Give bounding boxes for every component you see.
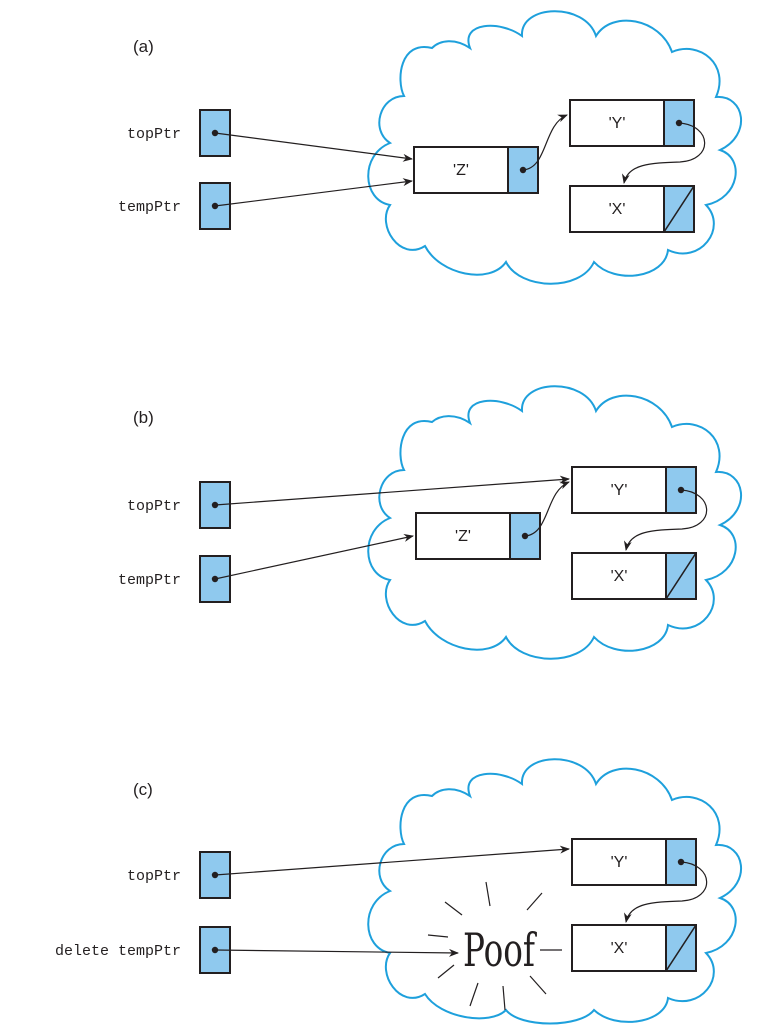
panel-b: (b) topPtr tempPtr 'Z' 'Y' 'X' <box>118 385 743 660</box>
poof-text: Poof <box>463 923 537 977</box>
panel-label-c: (c) <box>133 780 153 799</box>
temp-ptr-label-a: tempPtr <box>118 199 181 216</box>
node-z-value-b: 'Z' <box>455 528 471 545</box>
burst-ray <box>526 892 543 911</box>
node-x-data-b <box>571 552 667 600</box>
burst-ray <box>469 982 479 1007</box>
burst-ray <box>437 964 455 979</box>
temp-ptr-box-b <box>199 555 231 603</box>
node-y-value-b: 'Y' <box>611 482 628 499</box>
node-y-data-a <box>569 99 665 147</box>
heap-cloud-b <box>367 385 743 660</box>
top-ptr-label-b: topPtr <box>127 498 181 515</box>
panel-c: (c) topPtr delete tempPtr 'Y' 'X' <box>55 758 743 1025</box>
arrow-y-to-x-c <box>623 861 708 923</box>
arrow-temp-to-poof-c <box>214 948 459 957</box>
node-y-value-a: 'Y' <box>609 115 626 132</box>
delete-temp-ptr-label-c: delete tempPtr <box>55 943 181 960</box>
node-z-data-b <box>415 512 511 560</box>
heap-cloud-a <box>367 10 743 285</box>
heap-cloud-c <box>367 758 743 1025</box>
panel-a: (a) topPtr tempPtr 'Z' 'Y' 'X' <box>118 10 743 285</box>
node-z-value-a: 'Z' <box>453 162 469 179</box>
null-slash-b <box>665 552 697 600</box>
null-slash-a <box>663 185 695 233</box>
panel-label-b: (b) <box>133 408 154 427</box>
panel-label-a: (a) <box>133 37 154 56</box>
node-x-data-a <box>569 185 665 233</box>
node-x-value-c: 'X' <box>611 940 628 957</box>
node-y-data-b <box>571 466 667 514</box>
poof-burst-icon <box>427 881 562 1011</box>
top-ptr-label-c: topPtr <box>127 868 181 885</box>
null-slash-c <box>665 924 697 972</box>
node-x-value-a: 'X' <box>609 201 626 218</box>
arrow-top-to-y-c <box>214 845 570 876</box>
burst-ray <box>444 901 463 916</box>
top-ptr-label-a: topPtr <box>127 126 181 143</box>
arrow-top-to-y-b <box>214 475 570 506</box>
arrow-y-to-x-b <box>623 489 708 551</box>
temp-ptr-label-b: tempPtr <box>118 572 181 589</box>
arrow-top-to-z-a <box>214 132 413 162</box>
arrow-temp-to-z-a <box>214 178 413 207</box>
burst-ray <box>529 975 547 995</box>
burst-ray <box>502 985 506 1011</box>
arrow-temp-to-z-b <box>214 534 414 580</box>
arrow-y-to-x-a <box>621 122 706 184</box>
arrow-z-to-y-a <box>522 114 568 171</box>
node-x-value-b: 'X' <box>611 568 628 585</box>
arrow-z-to-y-b <box>524 481 570 537</box>
burst-ray <box>485 881 491 907</box>
node-y-data-c <box>571 838 667 886</box>
burst-ray <box>427 934 449 938</box>
node-y-value-c: 'Y' <box>611 854 628 871</box>
